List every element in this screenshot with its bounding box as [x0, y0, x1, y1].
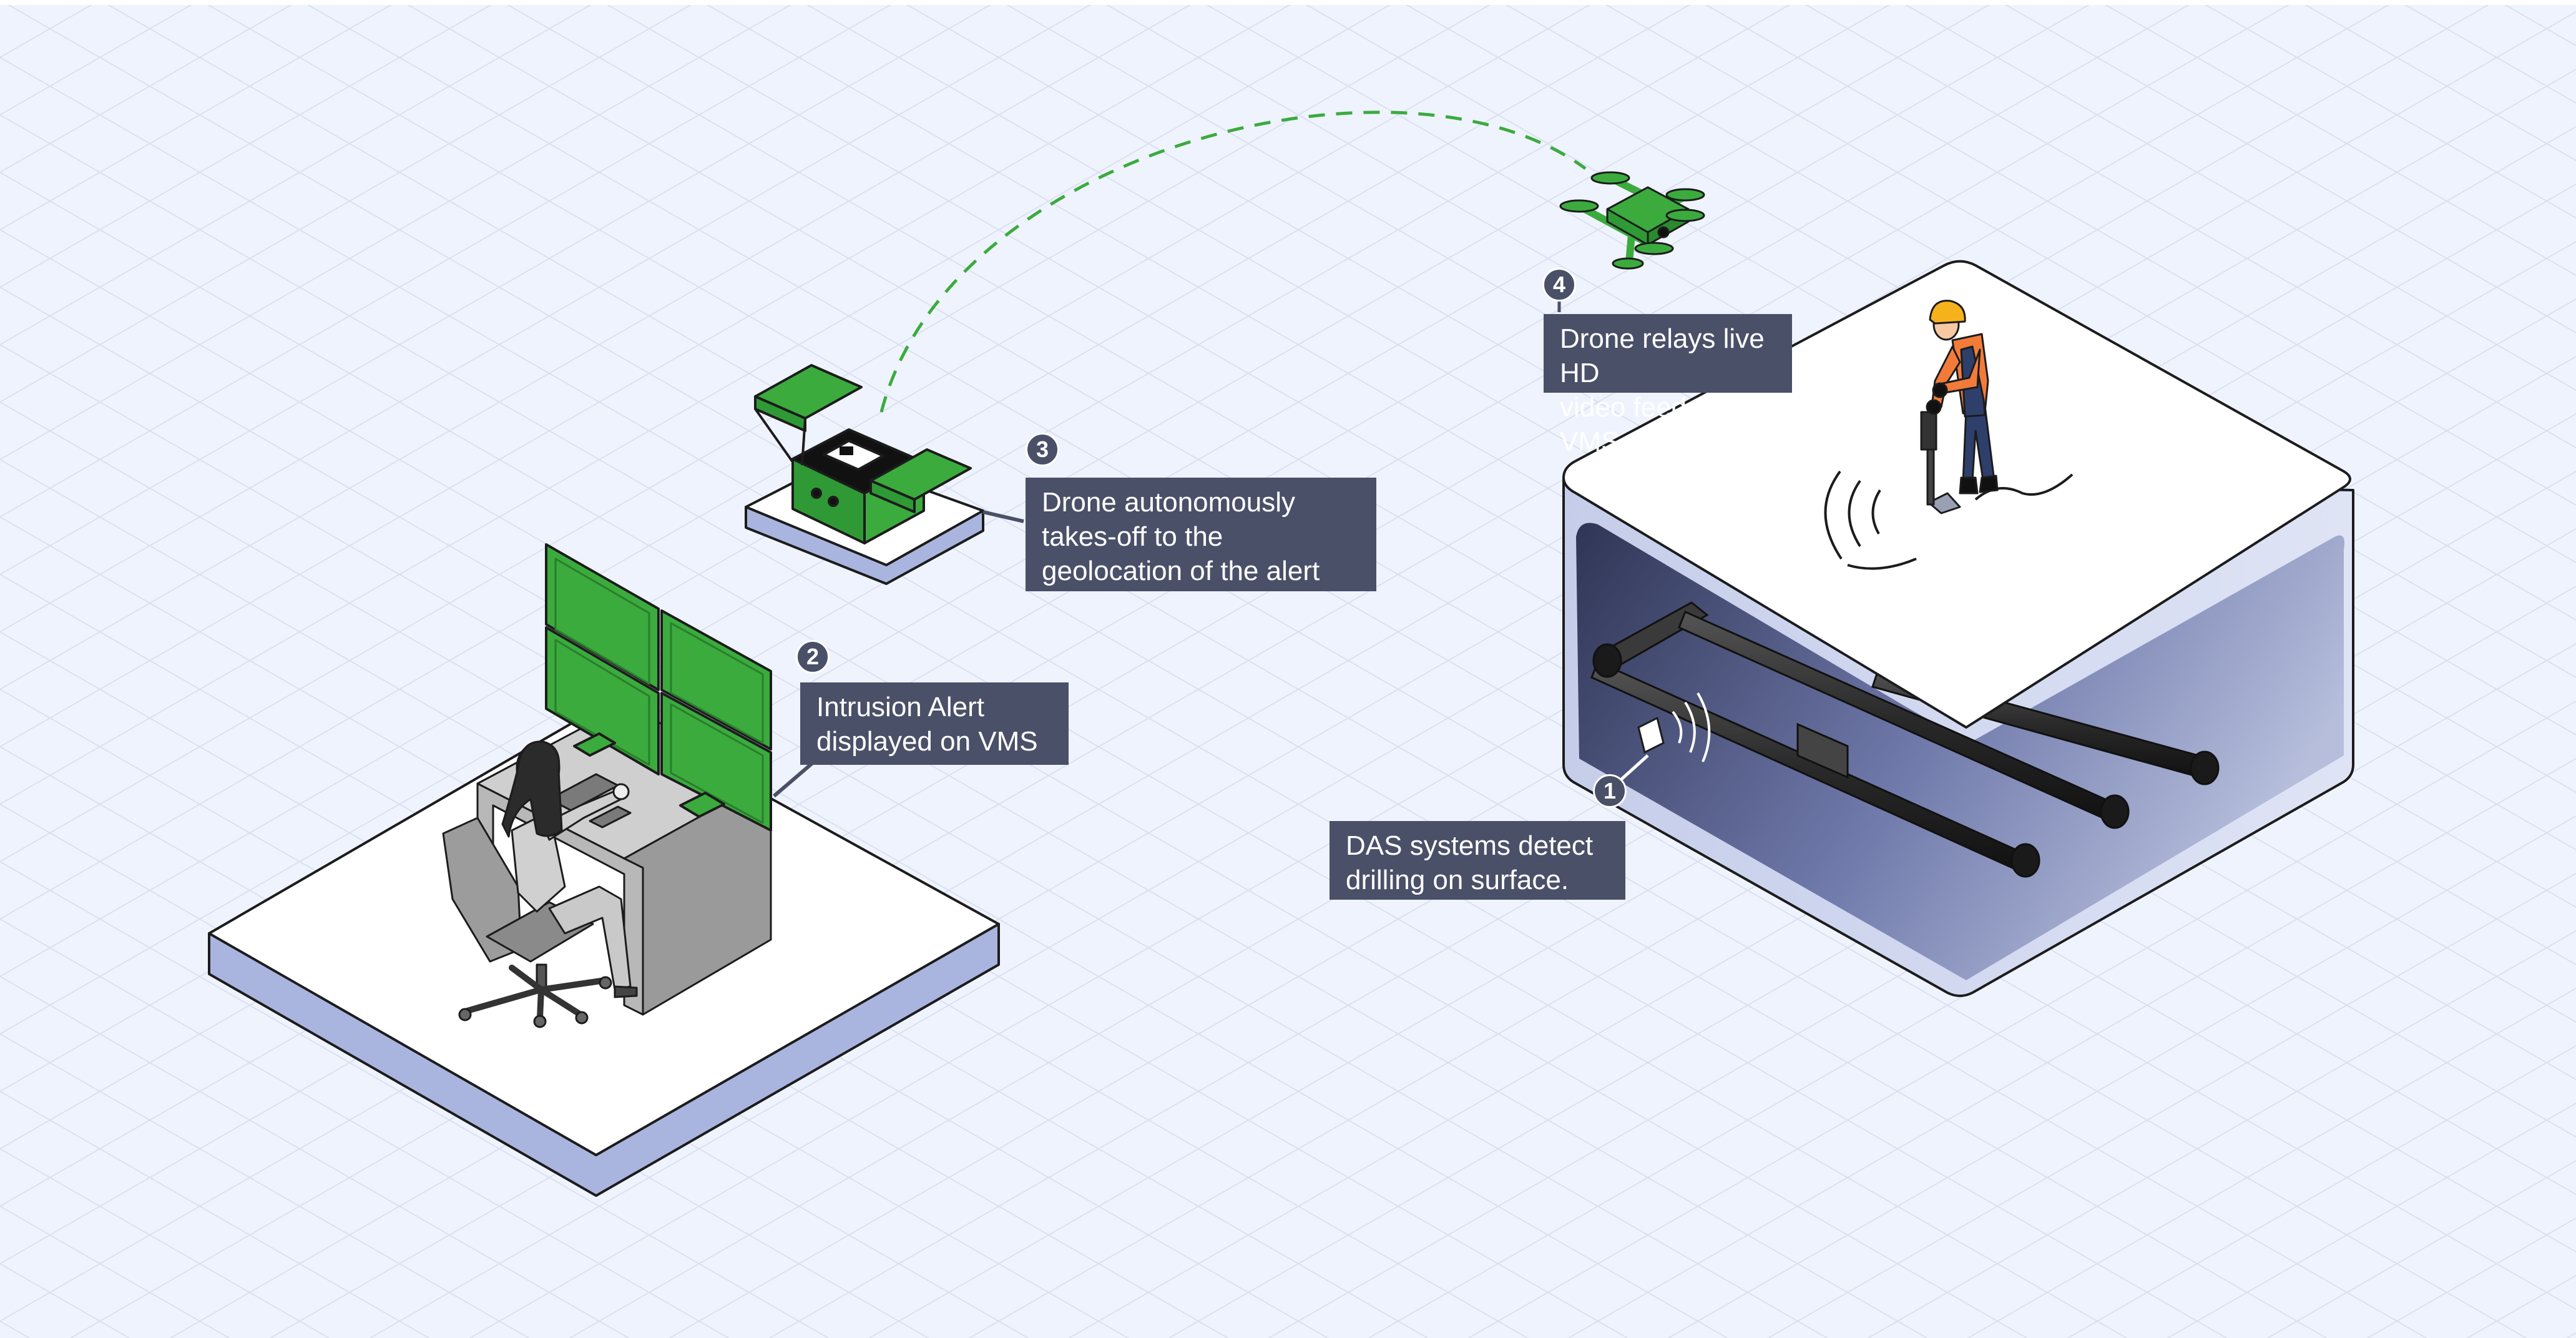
worker-drilling-icon [1824, 300, 2074, 570]
step-3-badge: 3 [1026, 433, 1059, 466]
vibration-waves-icon [1824, 470, 1917, 570]
worker-boots [1959, 475, 1999, 494]
sensor-waves [1672, 692, 1711, 762]
worker-helmet [1929, 300, 1966, 325]
drone-dock-icon [745, 364, 984, 585]
pipe-coupling [1796, 722, 1849, 779]
step-1-label: DAS systems detect drilling on surface. [1330, 821, 1625, 900]
monitor-bottom-right [660, 692, 772, 832]
top-edge-band [0, 0, 2576, 5]
step-2-badge: 2 [796, 640, 830, 674]
step-1-badge: 1 [1593, 774, 1627, 808]
control-room-operator-icon [442, 740, 638, 1028]
step-2-connector [773, 757, 819, 798]
buried-pipeline-icon [1590, 601, 2220, 878]
das-sensor-icon [1637, 692, 1711, 762]
drill-body [1920, 411, 1937, 451]
monitor-bottom-left [545, 626, 660, 775]
video-wall-monitors-icon [545, 543, 772, 832]
step-3-connector [982, 510, 1024, 523]
step-4-label: Drone relays live HD video feed on VMS [1544, 314, 1792, 457]
operator-hand [612, 783, 630, 800]
step-3-label: Drone autonomously takes-off to the geol… [1026, 478, 1376, 591]
monitor-top-left [545, 543, 660, 691]
monitor-top-right [660, 609, 772, 750]
drone-flight-path [879, 111, 1587, 413]
ground-crack [1927, 492, 1961, 514]
chair-legs [462, 965, 609, 1021]
step-2-label: Intrusion Alert displayed on VMS [800, 682, 1069, 765]
drone-icon [1559, 171, 1705, 270]
operator-hair [501, 740, 563, 838]
step-4-badge: 4 [1542, 268, 1576, 302]
